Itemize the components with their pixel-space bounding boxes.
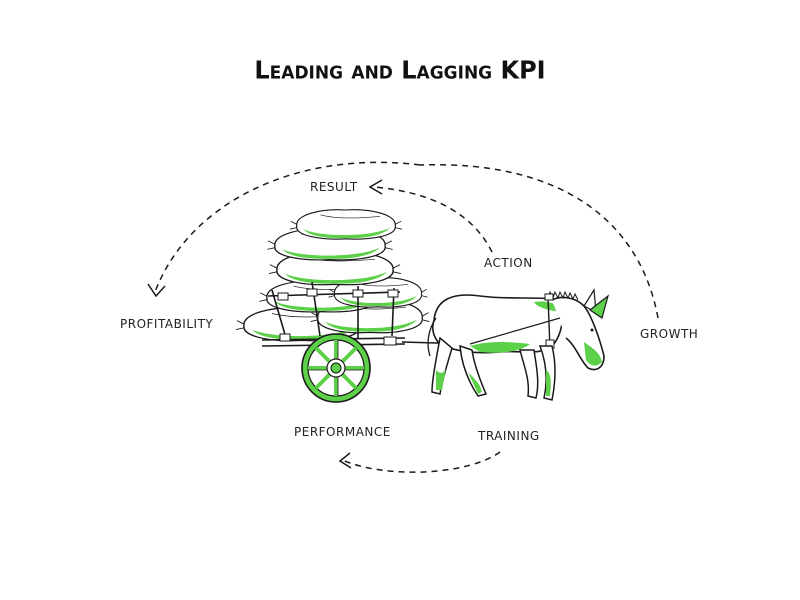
label-result: RESULT (310, 180, 358, 194)
arrowhead-profitability (147, 283, 166, 298)
arrow-training-to-performance (341, 451, 501, 473)
donkey-icon (427, 288, 610, 401)
label-action: ACTION (484, 256, 533, 270)
label-growth: GROWTH (640, 327, 699, 341)
cart-icon (235, 209, 471, 347)
label-performance: PERFORMANCE (294, 425, 391, 439)
sack-icon (235, 209, 431, 342)
label-training: TRAINING (478, 429, 540, 443)
page-title: Leading and Lagging KPI (254, 55, 546, 85)
arrowhead-performance (338, 452, 352, 469)
arrow-result-to-profitability (154, 161, 421, 293)
arrowhead-result (368, 179, 383, 195)
wheel-icon (301, 333, 371, 403)
arrow-action-to-result (373, 186, 493, 253)
label-profitability: PROFITABILITY (120, 317, 214, 331)
arrow-growth-top (419, 163, 659, 319)
